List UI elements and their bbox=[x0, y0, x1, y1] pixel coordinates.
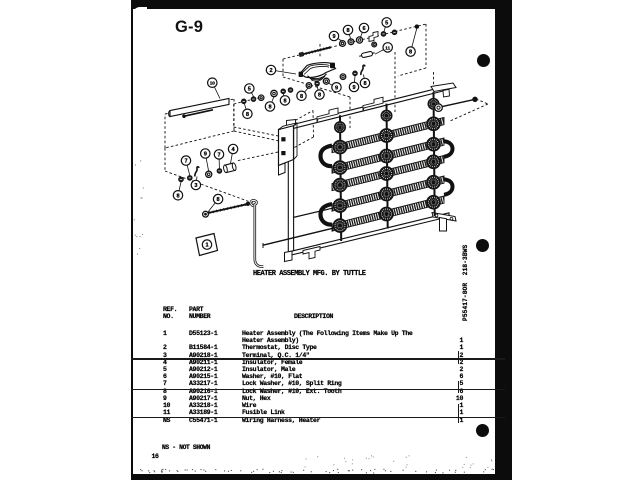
svg-text:8: 8 bbox=[318, 93, 321, 99]
svg-text:9: 9 bbox=[332, 34, 335, 40]
svg-text:9: 9 bbox=[352, 85, 355, 91]
svg-text:6: 6 bbox=[362, 26, 365, 32]
svg-text:8: 8 bbox=[363, 81, 366, 87]
svg-text:8: 8 bbox=[283, 98, 286, 104]
svg-text:8: 8 bbox=[176, 193, 179, 199]
svg-text:7: 7 bbox=[184, 159, 187, 165]
svg-text:4: 4 bbox=[232, 147, 236, 153]
svg-text:2: 2 bbox=[269, 68, 272, 74]
svg-text:1: 1 bbox=[205, 243, 208, 249]
svg-text:8: 8 bbox=[409, 50, 412, 56]
svg-text:10: 10 bbox=[210, 81, 216, 86]
svg-text:11: 11 bbox=[385, 45, 390, 50]
svg-text:8: 8 bbox=[346, 28, 349, 34]
svg-text:9: 9 bbox=[335, 85, 338, 91]
svg-text:8: 8 bbox=[246, 112, 249, 118]
svg-text:8: 8 bbox=[268, 105, 271, 111]
svg-text:5: 5 bbox=[385, 20, 388, 26]
svg-text:7: 7 bbox=[217, 152, 220, 158]
svg-text:3: 3 bbox=[194, 183, 197, 189]
svg-text:8: 8 bbox=[217, 197, 220, 203]
svg-text:9: 9 bbox=[204, 152, 207, 158]
svg-text:8: 8 bbox=[300, 94, 303, 100]
svg-text:5: 5 bbox=[248, 87, 251, 93]
